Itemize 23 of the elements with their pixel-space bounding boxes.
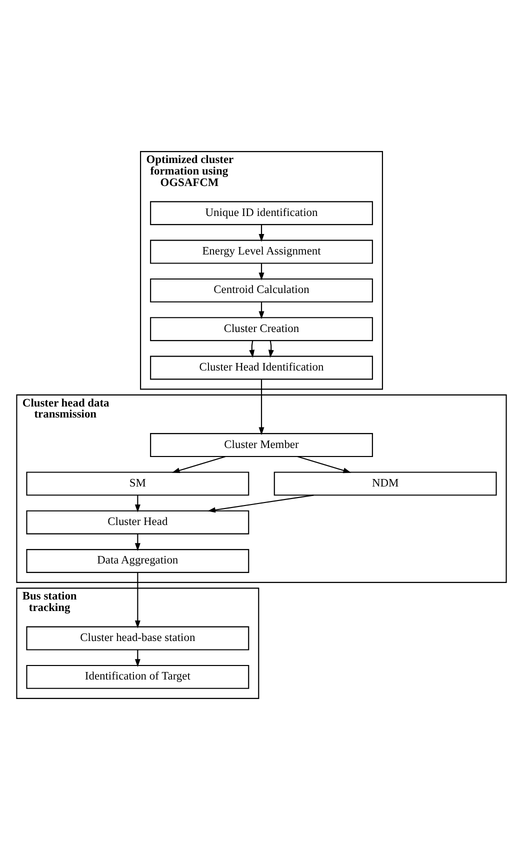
arrow [134, 649, 140, 666]
node-box: Cluster Creation [150, 316, 373, 341]
arrow [208, 494, 314, 512]
node-box: SM [26, 471, 250, 496]
arrow [249, 340, 255, 358]
node-box: Cluster Member [150, 432, 373, 457]
node-box: Energy Level Assignment [150, 239, 373, 264]
node-box: Centroid Calculation [150, 278, 373, 302]
node-box: Cluster Head Identification [150, 355, 373, 380]
arrow [258, 262, 264, 280]
arrow [134, 494, 140, 512]
arrow [134, 572, 140, 628]
node-box: Data Aggregation [26, 548, 250, 572]
arrow [258, 224, 264, 242]
arrow [258, 301, 264, 319]
arrow [134, 533, 140, 551]
arrow [268, 340, 274, 358]
node-box: Cluster Head [26, 510, 250, 534]
node-box: NDM [274, 471, 497, 496]
node-box: Unique ID identification [150, 200, 373, 225]
node-box: Cluster head-base station [26, 626, 250, 650]
arrow [258, 378, 264, 435]
node-box: Identification of Target [26, 664, 250, 688]
